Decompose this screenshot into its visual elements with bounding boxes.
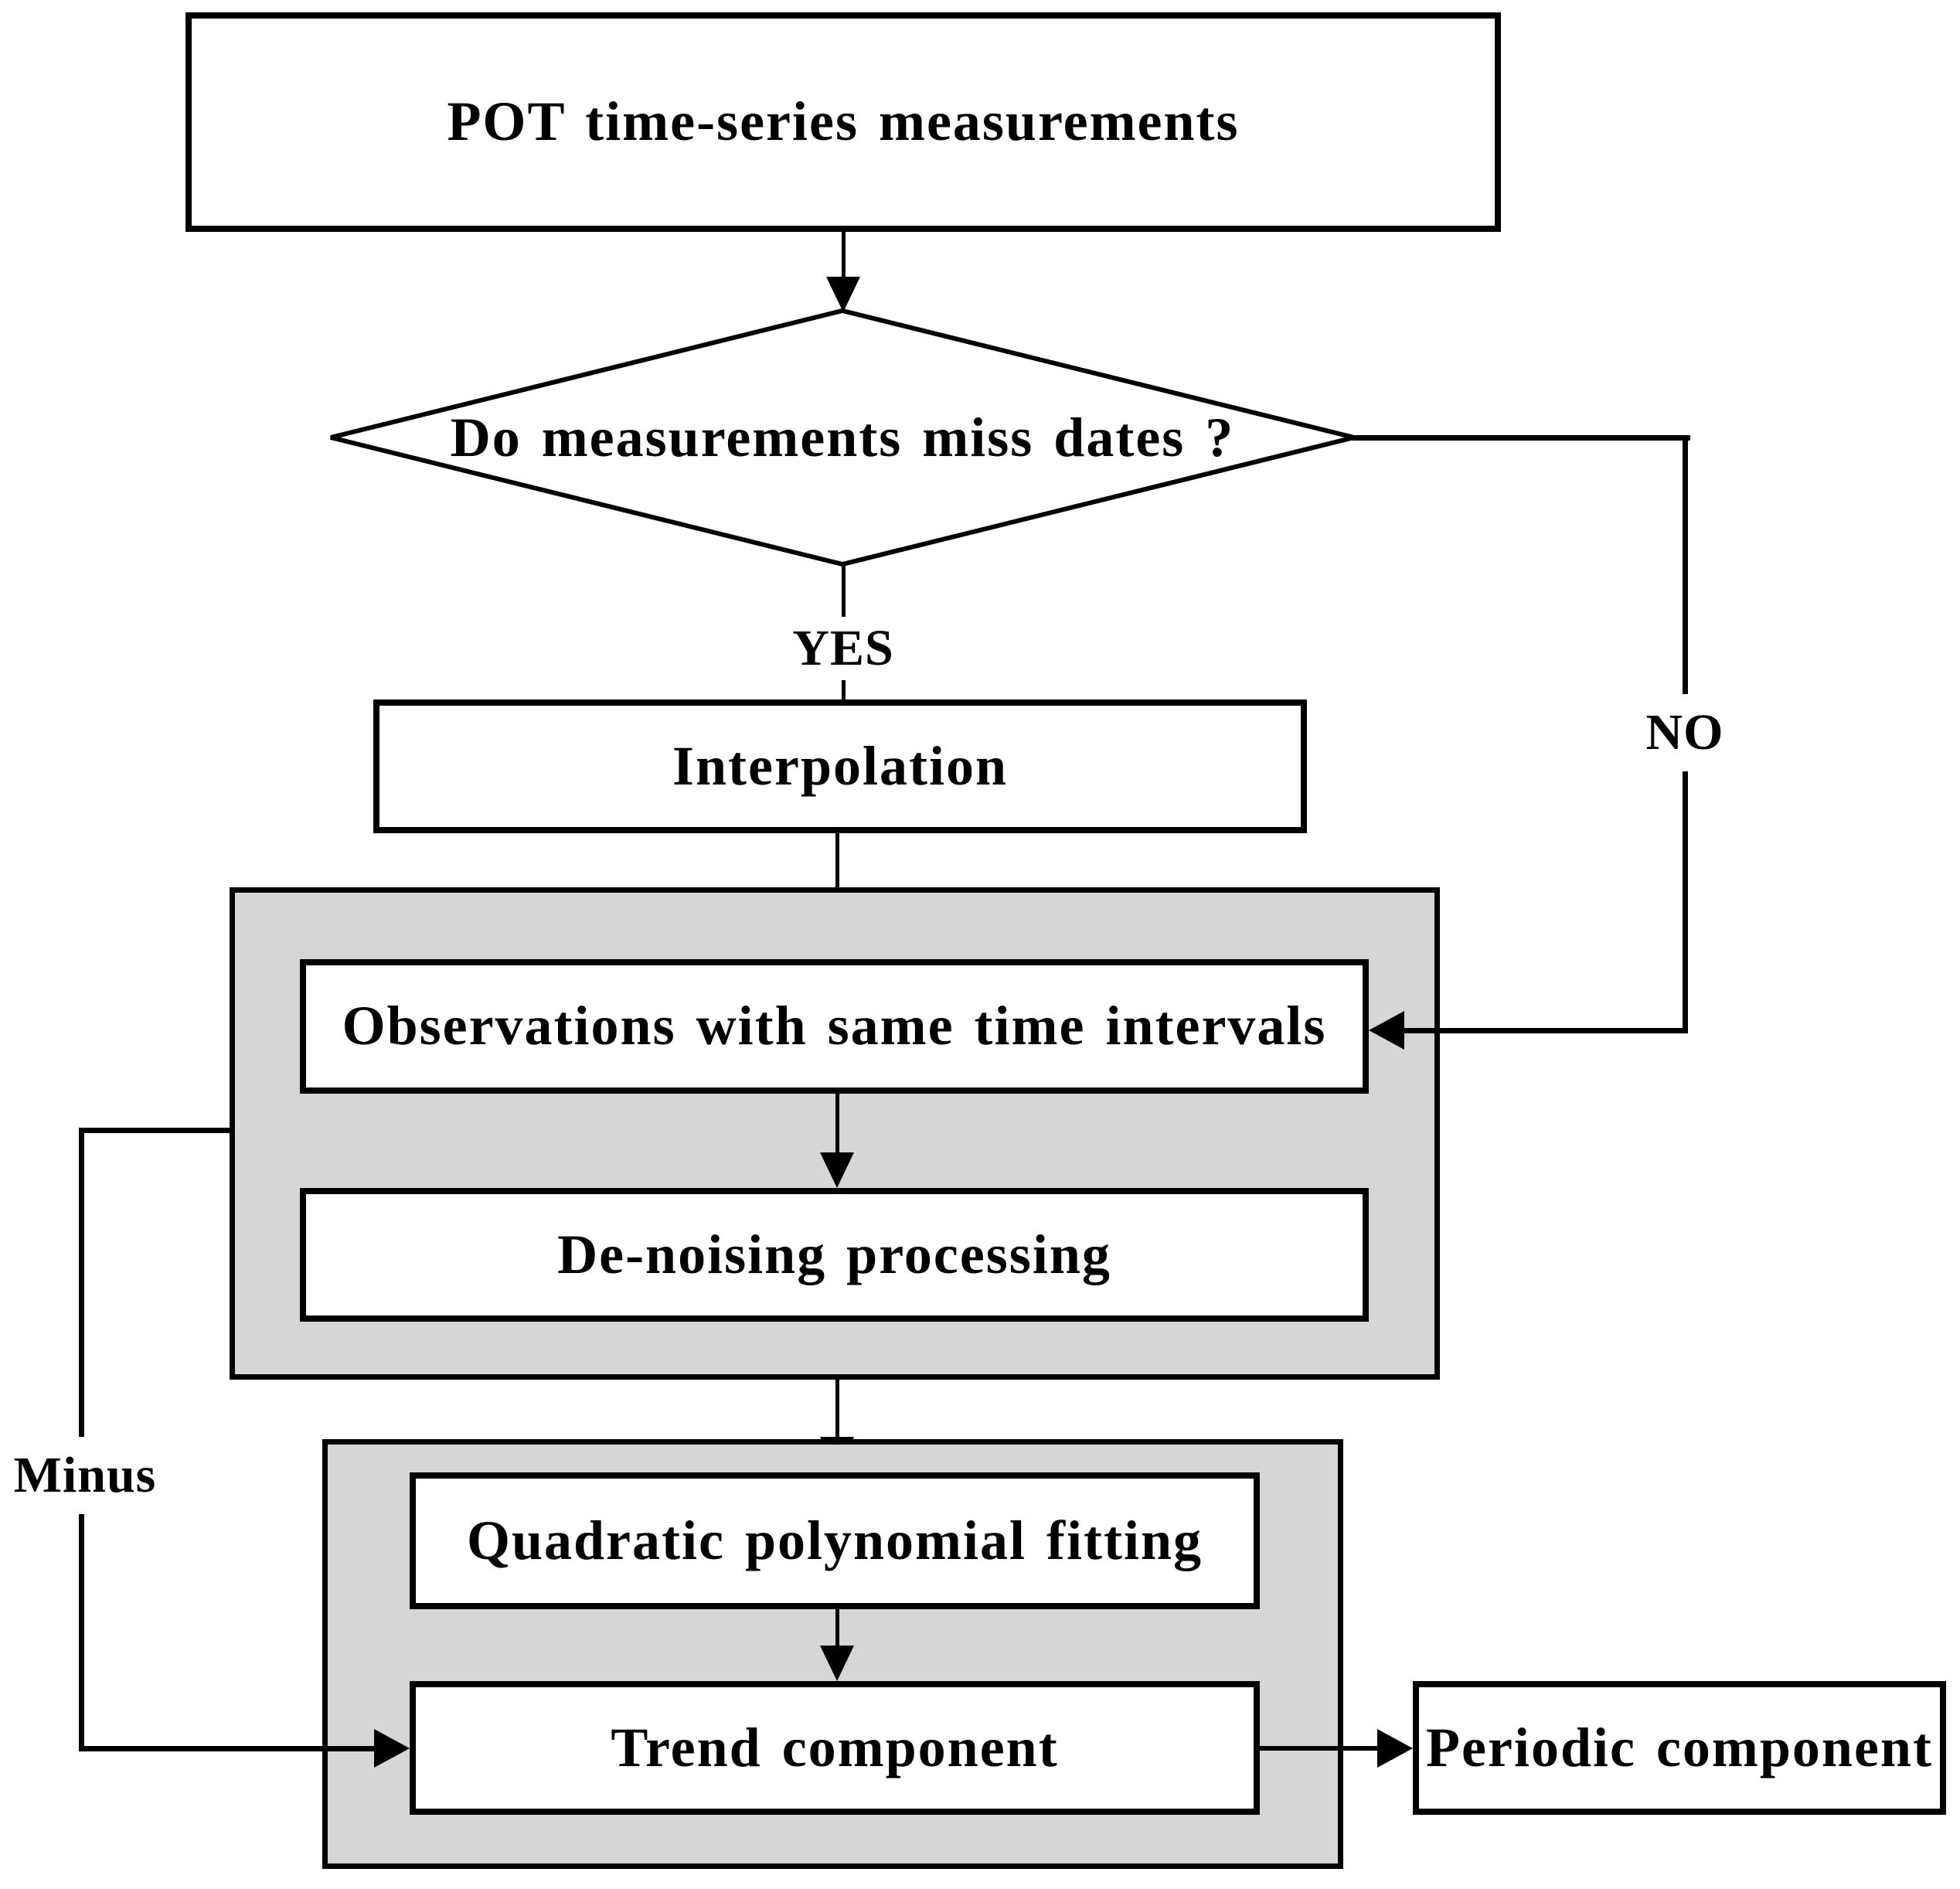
arrow-preprocessing-to-quadratic-line bbox=[835, 1380, 839, 1437]
minus-branch-vline-lower bbox=[79, 1514, 84, 1751]
arrow-trend-to-periodic-head-icon bbox=[1377, 1729, 1413, 1768]
arrow-trend-to-periodic-line bbox=[1260, 1746, 1380, 1751]
yes-branch-line-upper bbox=[842, 563, 846, 618]
minus-branch-bottom-hline bbox=[79, 1746, 376, 1751]
no-branch-top-hline bbox=[1353, 435, 1690, 441]
yes-edge-label: YES bbox=[750, 617, 936, 680]
node-pot-time-series: POT time-series measurements bbox=[185, 12, 1501, 232]
node-decision-label: Do measurements miss dates ? bbox=[450, 406, 1235, 468]
arrow-interpolation-to-observations-line bbox=[835, 833, 839, 924]
node-observations: Observations with same time intervals bbox=[300, 959, 1369, 1094]
no-branch-bottom-hline bbox=[1403, 1028, 1688, 1033]
minus-branch-top-hline bbox=[79, 1128, 230, 1133]
arrow-quadratic-to-trend-line bbox=[835, 1609, 839, 1646]
node-interpolation-label: Interpolation bbox=[672, 734, 1009, 797]
arrow-observations-to-denoising-line bbox=[835, 1094, 839, 1152]
no-branch-vline-lower bbox=[1683, 771, 1688, 1033]
node-pot-time-series-label: POT time-series measurements bbox=[447, 90, 1240, 153]
node-decision: Do measurements miss dates ? bbox=[332, 312, 1353, 563]
no-branch-vline-upper bbox=[1683, 435, 1688, 694]
node-quadratic: Quadratic polynomial fitting bbox=[410, 1472, 1260, 1609]
arrow-pot-to-decision-head-icon bbox=[826, 277, 860, 312]
arrow-pot-to-decision-line bbox=[842, 232, 846, 278]
arrow-observations-to-denoising-head-icon bbox=[820, 1152, 854, 1188]
minus-edge-label: Minus bbox=[4, 1437, 166, 1514]
minus-branch-vline-upper bbox=[79, 1128, 84, 1437]
node-trend: Trend component bbox=[410, 1681, 1260, 1815]
node-denoising: De-noising processing bbox=[300, 1188, 1369, 1322]
minus-edge-label-text: Minus bbox=[13, 1447, 157, 1503]
arrow-quadratic-to-trend-head-icon bbox=[820, 1646, 854, 1681]
node-denoising-label: De-noising processing bbox=[557, 1223, 1111, 1285]
node-interpolation: Interpolation bbox=[373, 699, 1307, 833]
node-quadratic-label: Quadratic polynomial fitting bbox=[466, 1509, 1203, 1571]
yes-branch-line-lower bbox=[842, 680, 846, 699]
minus-branch-head-icon bbox=[374, 1729, 410, 1768]
node-periodic-label: Periodic component bbox=[1426, 1716, 1933, 1778]
node-trend-label: Trend component bbox=[611, 1716, 1059, 1778]
node-observations-label: Observations with same time intervals bbox=[342, 995, 1327, 1057]
no-branch-head-icon bbox=[1369, 1011, 1404, 1050]
yes-edge-label-text: YES bbox=[792, 620, 894, 676]
node-periodic: Periodic component bbox=[1413, 1681, 1946, 1815]
no-edge-label: NO bbox=[1600, 694, 1770, 771]
no-edge-label-text: NO bbox=[1645, 704, 1724, 761]
